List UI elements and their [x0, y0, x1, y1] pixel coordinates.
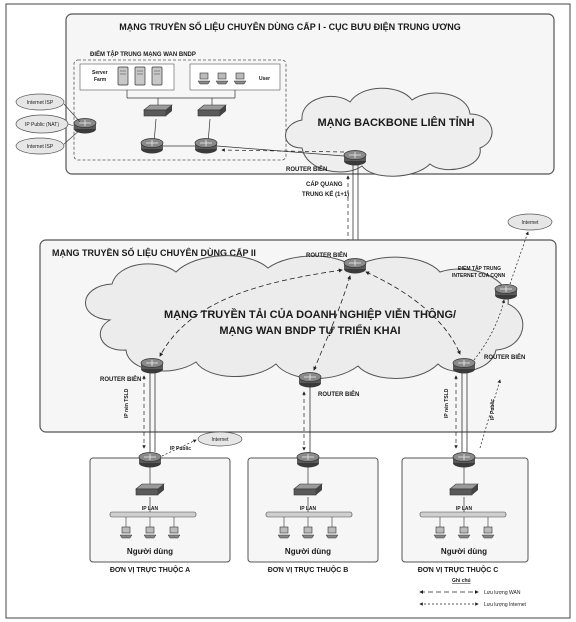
internet-hub-router-icon: [494, 284, 518, 300]
core-switch-icon: [197, 104, 227, 117]
fiber-label-2: TRUNG KẾ (1+1): [302, 191, 349, 198]
backbone-label: MẠNG BACKBONE LIÊN TỈNH: [317, 116, 474, 129]
user-label: User: [259, 76, 270, 82]
level2-region: MẠNG TRUYỀN SỐ LIỆU CHUYÊN DÙNG CẤP II M…: [39, 213, 557, 433]
unit-a-extra-label: IP Public: [170, 446, 191, 452]
workstation-icon: [233, 72, 247, 85]
workstation-icon: [215, 72, 229, 85]
unit-router-icon: [452, 452, 476, 468]
user-pc-icon: [457, 526, 471, 539]
border-router-icon: [343, 150, 367, 166]
server-icon: [117, 66, 129, 86]
svg-text:Internet: Internet: [522, 220, 540, 226]
router-icon: [140, 138, 164, 154]
svg-text:Internet: Internet: [212, 437, 230, 443]
unit-c-extra-label: IP Public: [490, 399, 496, 420]
router-mid-label: ROUTER BIÊN: [318, 390, 359, 398]
core-switch-icon: [143, 104, 173, 117]
border-router-label-top: ROUTER BIÊN: [286, 165, 327, 173]
router-icon: [194, 138, 218, 154]
unit-b-users: Người dùng: [285, 547, 331, 556]
unit-a: IP LAN Người dùng IP Public Internet: [89, 431, 243, 563]
internet-cloud-unit-a: Internet: [197, 431, 243, 447]
left-cloud-top: Internet ISP: [15, 93, 65, 111]
unit-a-lan: IP LAN: [142, 506, 159, 512]
router-left-icon: [140, 358, 164, 374]
server-farm-label-2: Farm: [94, 77, 107, 83]
server-farm-label: Server: [92, 70, 108, 76]
svg-text:Internet ISP: Internet ISP: [27, 100, 54, 106]
legend: Ghi chú Lưu lượng WAN Lưu lượng Internet: [419, 578, 527, 608]
workstation-icon: [197, 72, 211, 85]
level1-region: MẠNG TRUYỀN SỐ LIỆU CHUYÊN DÙNG CẤP I - …: [15, 13, 555, 177]
unit-router-icon: [296, 452, 320, 468]
unit-c-vertical-label: IP nén TSLD: [444, 388, 450, 418]
left-cloud-bottom: Internet ISP: [15, 137, 65, 155]
carrier-cloud-label-2: MẠNG WAN BNDP TỰ TRIỂN KHAI: [219, 324, 400, 337]
unit-switch-icon: [293, 483, 323, 496]
unit-a-name: ĐƠN VỊ TRỰC THUỘC A: [110, 565, 190, 574]
fiber-label: CÁP QUANG: [306, 181, 343, 188]
internet-cloud-right: Internet: [507, 213, 553, 231]
unit-b-name: ĐƠN VỊ TRỰC THUỘC B: [268, 565, 349, 574]
user-pc-icon: [167, 526, 181, 539]
user-pc-icon: [277, 526, 291, 539]
backbone-cloud: MẠNG BACKBONE LIÊN TỈNH: [285, 87, 493, 177]
unit-switch-icon: [449, 483, 479, 496]
unit-c-name: ĐƠN VỊ TRỰC THUỘC C: [418, 565, 499, 574]
left-cloud-mid: IP Public (NAT): [15, 114, 69, 134]
level2-title: MẠNG TRUYỀN SỐ LIỆU CHUYÊN DÙNG CẤP II: [52, 247, 256, 258]
unit-c: IP LAN Người dùng: [401, 452, 529, 563]
user-pc-icon: [433, 526, 447, 539]
svg-text:IP Public (NAT): IP Public (NAT): [25, 122, 59, 128]
internet-router-icon: [73, 118, 97, 134]
server-icon: [134, 66, 146, 86]
border-router-label: ROUTER BIÊN: [306, 251, 347, 259]
internet-hub-label: ĐIỂM TẬP TRUNG: [458, 265, 501, 272]
legend-wan: Lưu lượng WAN: [484, 590, 521, 596]
user-pc-icon: [481, 526, 495, 539]
unit-a-vertical-label: IP nén TSLD: [124, 388, 130, 418]
router-right-label: ROUTER BIÊN: [484, 353, 525, 361]
unit-switch-icon: [135, 483, 165, 496]
unit-a-users: Người dùng: [127, 547, 173, 556]
wan-hub-box: [73, 59, 287, 161]
unit-c-lan: IP LAN: [456, 506, 473, 512]
unit-router-icon: [138, 452, 162, 468]
unit-c-users: Người dùng: [441, 547, 487, 556]
legend-internet: Lưu lượng Internet: [484, 602, 527, 608]
user-pc-icon: [143, 526, 157, 539]
user-pc-icon: [301, 526, 315, 539]
carrier-cloud-label: MẠNG TRUYỀN TẢI CỦA DOANH NGHIỆP VIỄN TH…: [164, 308, 456, 321]
unit-b: IP LAN Người dùng: [247, 452, 379, 563]
router-right-icon: [452, 358, 476, 374]
unit-b-lan: IP LAN: [300, 506, 317, 512]
border-router-icon: [343, 258, 367, 274]
router-left-label: ROUTER BIÊN: [100, 375, 141, 383]
router-mid-icon: [298, 372, 322, 388]
internet-hub-label-2: INTERNET CỦA CQNN: [452, 272, 506, 279]
user-pc-icon: [325, 526, 339, 539]
level1-title: MẠNG TRUYỀN SỐ LIỆU CHUYÊN DÙNG CẤP I - …: [119, 21, 460, 32]
legend-title: Ghi chú: [452, 578, 471, 584]
svg-text:Internet ISP: Internet ISP: [27, 144, 54, 150]
user-pc-icon: [119, 526, 133, 539]
wan-hub-label: ĐIỂM TẬP TRUNG MẠNG WAN BNDP: [90, 51, 196, 58]
server-icon: [151, 66, 163, 86]
